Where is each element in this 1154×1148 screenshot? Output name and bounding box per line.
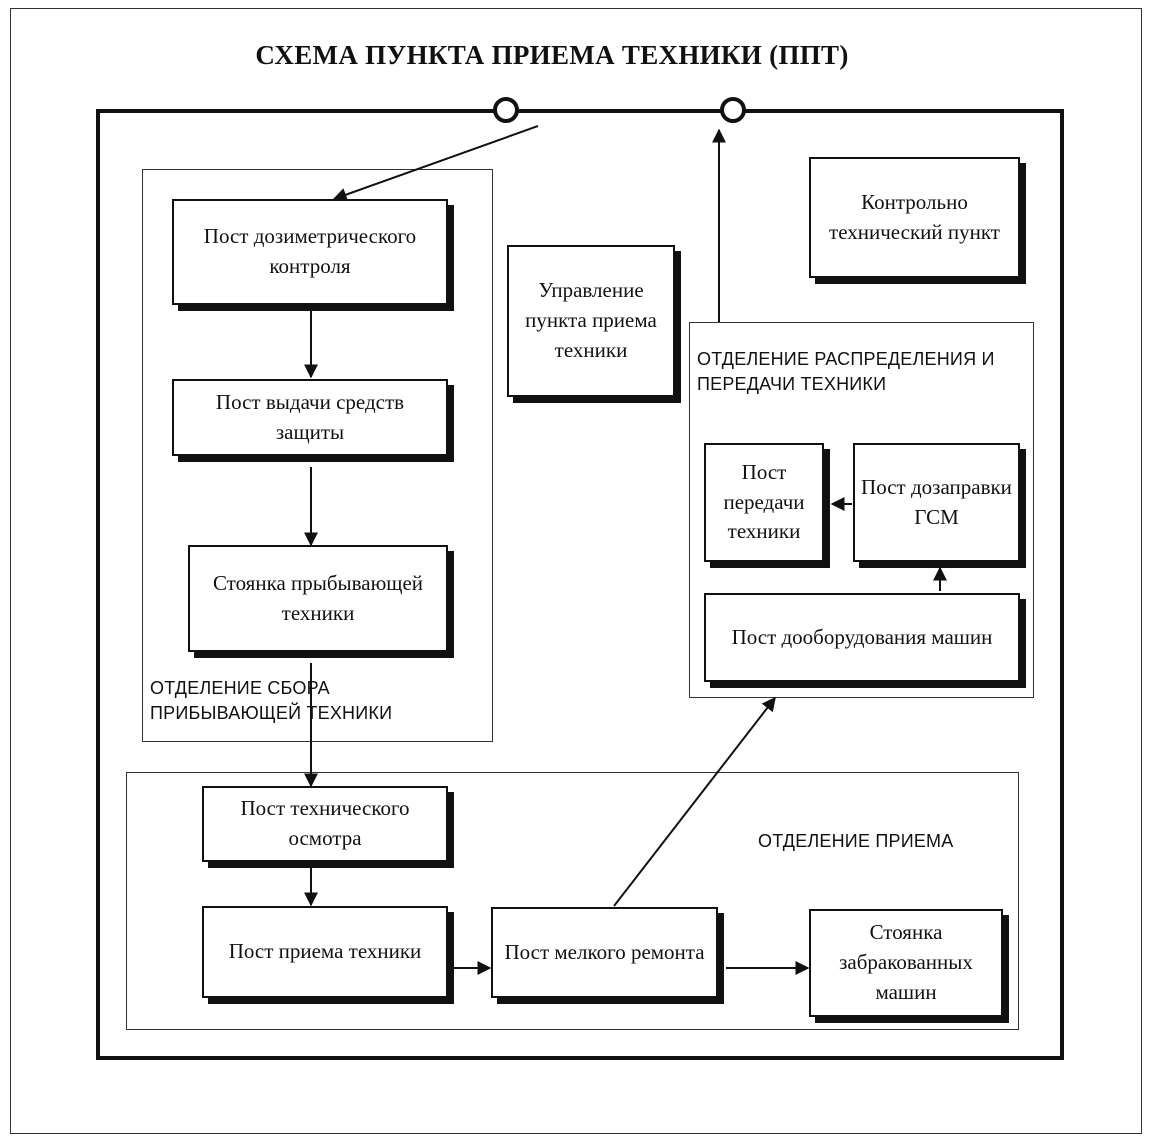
dept-reception-label: ОТДЕЛЕНИЕ ПРИЕМА <box>758 831 954 851</box>
page-frame <box>10 8 1142 1134</box>
node-reequip: Пост дооборудования машин <box>704 593 1020 682</box>
dept-collection-label: ОТДЕЛЕНИЕ СБОРА ПРИБЫВАЮЩЕЙ ТЕХНИКИ <box>150 678 393 724</box>
arrow-entry-to-dosimetric <box>332 125 539 202</box>
dept-distribution-frame <box>689 322 1034 698</box>
diagram-title: СХЕМА ПУНКТА ПРИЕМА ТЕХНИКИ (ППТ) <box>255 40 849 70</box>
node-arrival-parking: Стоянка прыбывающей техники <box>188 545 448 652</box>
entry-gate <box>493 97 519 123</box>
node-acceptance: Пост приема техники <box>202 906 448 998</box>
dept-distribution-label: ОТДЕЛЕНИЕ РАСПРЕДЕЛЕНИЯ И ПЕРЕДАЧИ ТЕХНИ… <box>697 349 995 395</box>
node-protection-issue: Пост выдачи средств защиты <box>172 379 448 456</box>
node-minor-repair: Пост мелкого ремонта <box>491 907 718 998</box>
dept-reception-frame <box>126 772 1019 1030</box>
node-management: Управление пункта приема техники <box>507 245 675 397</box>
arrow-repair-to-distribution <box>613 696 776 907</box>
node-inspection: Пост технического осмотра <box>202 786 448 862</box>
node-refuel: Пост дозаправки ГСМ <box>853 443 1020 562</box>
node-transfer: Пост передачи техники <box>704 443 824 562</box>
node-control-point: Контрольно технический пункт <box>809 157 1020 278</box>
exit-gate <box>720 97 746 123</box>
dept-collection-frame <box>142 169 493 742</box>
node-dosimetric-control: Пост дозиметрического контроля <box>172 199 448 305</box>
node-rejected-parking: Стоянка забракованных машин <box>809 909 1003 1017</box>
site-boundary <box>96 109 1064 1060</box>
